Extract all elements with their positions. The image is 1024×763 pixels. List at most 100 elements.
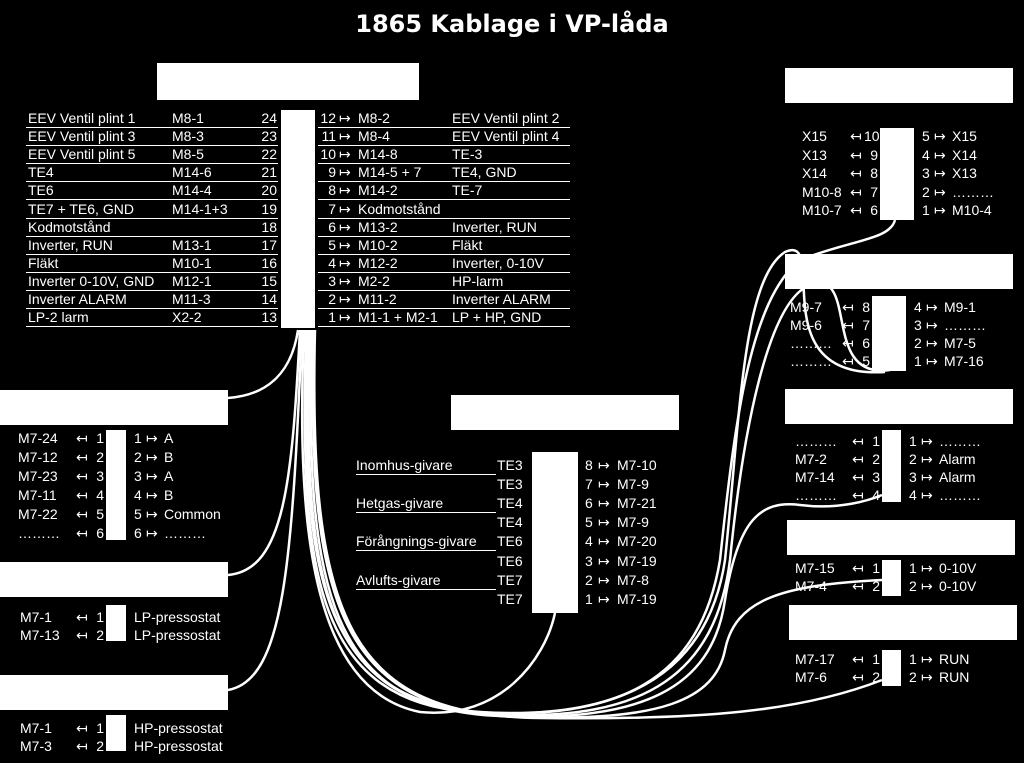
wire-to-box-alarm [309,329,883,718]
box-010v-header-bar [787,520,1015,555]
box_m9-left: M9-7 [790,299,822,315]
box_m9-left: M9-6 [790,317,822,333]
box_a-rpin: 3 [134,468,142,484]
main-right-ref: M14-2 [358,182,398,199]
box_a-lpin: 5 [96,506,104,522]
arrow-out: ↦ [339,182,351,199]
box_alarm-right: ……… [939,487,981,503]
arrow-out: ↦ [921,578,933,594]
arrow-out: ↦ [598,495,610,512]
main-left-label: EEV Ventil plint 5 [28,146,136,163]
box_010v-rpin: 1 [909,560,917,576]
arrow-out: ↦ [926,299,938,315]
main-right-pin: 12 [320,110,336,126]
sensor-te: TE7 [497,590,523,607]
sensors-terminal-block [532,452,578,613]
box_x-lpin: 9 [870,146,878,163]
main-left-ref: M14-4 [172,182,212,199]
arrow-out: ↦ [339,291,351,307]
sensor-pin: 8 [585,457,593,473]
box_alarm-left: M7-2 [795,451,827,467]
arrow-out: ↦ [921,669,933,685]
box_run-left: M7-17 [795,651,835,667]
box_run-lpin: 2 [872,669,880,685]
wire-to-box-x [303,219,897,715]
box-a-header-bar [0,390,228,425]
box_a-left: M7-12 [18,449,58,465]
wire-to-sensors [300,329,557,714]
box_alarm-lpin: 4 [872,487,880,503]
box_010v-lpin: 1 [872,560,880,576]
sensor-te: TE4 [497,514,523,531]
box_hp-left: M7-1 [20,720,52,736]
main-left-label: TE4 [28,164,54,181]
main-left-pin: 18 [261,218,277,235]
sensor-pin: 2 [585,571,593,588]
box_lp-left: M7-1 [20,609,52,625]
arrow-in: ↤ [76,738,88,754]
box_alarm-lpin: 2 [872,451,880,467]
box_run-rpin: 2 [909,669,917,685]
sensor-pin: 5 [585,514,593,531]
sensors-header-bar [451,395,679,430]
box_a-rpin: 6 [134,525,142,541]
box_a-right: A [164,468,174,484]
box_alarm-left: ……… [795,487,837,503]
arrow-in: ↤ [76,525,88,541]
box_a-left: M7-11 [18,487,57,503]
wire-to-box-lp [227,329,302,577]
main-left-pin: 22 [261,146,277,163]
main-left-ref: M8-3 [172,128,204,145]
sensor-ref: M7-21 [617,495,657,512]
main-terminal-header-bar [157,63,419,100]
arrow-out: ↦ [926,353,938,369]
main-right-pin: 1 [328,309,336,326]
box_a-left: ……… [18,525,60,541]
sensor-pin: 7 [585,476,593,493]
box_m9-rpin: 1 [914,353,922,369]
arrow-in: ↤ [850,183,862,200]
box_a-right: B [164,487,174,503]
arrow-out: ↦ [934,146,946,163]
sensor-te: TE3 [497,476,523,493]
box_a-left: M7-22 [18,506,58,522]
sensor-te: TE3 [497,457,523,473]
arrow-in: ↤ [852,487,864,503]
arrow-in: ↤ [76,487,88,503]
arrow-out: ↦ [146,525,158,541]
arrow-in: ↤ [850,202,862,218]
box_m9-right: M7-5 [944,335,976,351]
box-010v-terminal-block [882,560,901,596]
box_m9-left: ……… [790,335,832,351]
sensor-ref: M7-9 [617,514,649,531]
main-left-ref: M8-1 [172,110,204,126]
box_m9-right: M7-16 [944,353,984,369]
arrow-out: ↦ [926,335,938,351]
main-left-ref: M14-1+3 [172,200,228,217]
arrow-in: ↤ [76,449,88,465]
arrow-in: ↤ [852,669,864,685]
main-right-ref: M14-5 + 7 [358,164,422,181]
main-left-label: Kodmotstånd [28,218,111,235]
box_a-lpin: 4 [96,487,104,503]
main-right-label: Inverter, 0-10V [452,254,544,271]
box_x-lpin: 6 [870,202,878,218]
box_run-rpin: 1 [909,651,917,667]
main-left-pin: 17 [261,236,277,253]
main-right-pin: 7 [328,200,336,217]
main-right-ref: M10-2 [358,236,398,253]
arrow-out: ↦ [926,317,938,333]
box_a-lpin: 6 [96,525,104,541]
arrow-out: ↦ [598,571,610,588]
arrow-in: ↤ [842,317,854,333]
